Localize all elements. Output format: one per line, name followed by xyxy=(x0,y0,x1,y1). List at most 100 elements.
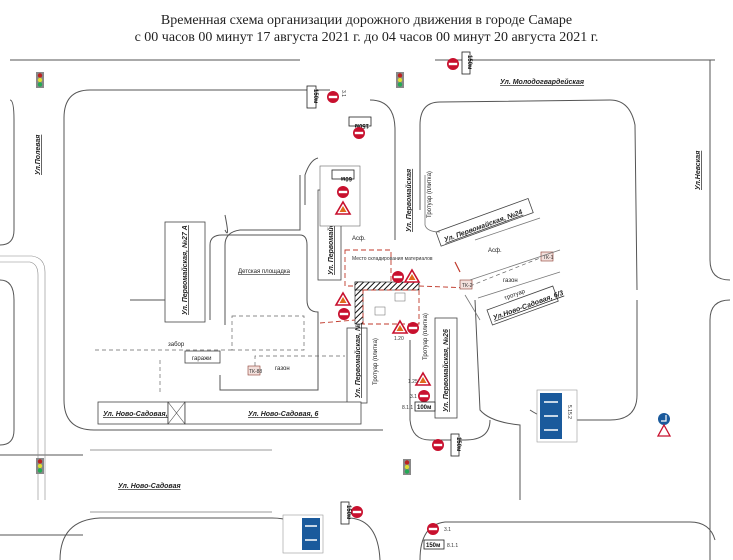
distance-plate xyxy=(340,501,350,525)
cable-route xyxy=(454,261,461,273)
tk1-label: ТК-1 xyxy=(543,255,554,261)
distance-label: 100м xyxy=(417,405,432,411)
road-edge xyxy=(0,279,15,446)
cable-route xyxy=(319,319,356,324)
building-label: Ул. Первомайская, №29 xyxy=(354,315,362,398)
roadwork-sign-icon[interactable] xyxy=(335,292,351,306)
distance-plate xyxy=(450,433,460,457)
sign-code: 1.25 xyxy=(408,379,418,385)
distance-plate xyxy=(348,116,372,127)
distance-plate xyxy=(461,51,471,75)
road-edge xyxy=(419,101,441,210)
warning-triangle-icon[interactable] xyxy=(656,423,672,437)
roadwork-sign-icon[interactable] xyxy=(404,269,420,283)
no-entry-sign-icon[interactable] xyxy=(392,271,404,283)
sign-code: 3.1 xyxy=(410,394,417,400)
building-label: Ул. Первомайская, №27 А xyxy=(181,225,189,315)
sign-code: 5.15.2 xyxy=(566,405,572,419)
road-edge xyxy=(369,99,396,240)
building-label: Ул. Ново-Садовая, 4 xyxy=(103,410,173,418)
street-pervomayskaya: Ул. Первомайская xyxy=(405,169,413,232)
garages xyxy=(184,350,221,364)
sign-code: 8.1.1 xyxy=(447,543,458,549)
road-edge xyxy=(709,299,731,560)
traffic-light-icon xyxy=(403,459,411,475)
tk88-label: ТК-88 xyxy=(249,369,262,375)
sign-code: 8.1.1 xyxy=(402,405,413,411)
roadwork-sign-icon[interactable] xyxy=(415,372,431,386)
distance-plate xyxy=(414,401,436,412)
no-entry-sign-icon[interactable] xyxy=(353,127,365,139)
roadwork-sign-icon[interactable] xyxy=(392,320,408,334)
building-perv-26[interactable] xyxy=(434,317,458,419)
distance-plate xyxy=(331,169,355,180)
yard-edge xyxy=(209,234,319,391)
no-entry-sign-icon[interactable] xyxy=(337,186,349,198)
sidewalk-label: Тротуар (плитка) xyxy=(373,338,379,385)
building-novo-sad-6[interactable] xyxy=(184,401,362,425)
storage-area-label: Место складирования материалов xyxy=(352,256,433,262)
tk2-box xyxy=(459,279,473,290)
road-edge xyxy=(419,521,716,560)
no-entry-sign-icon[interactable] xyxy=(351,506,363,518)
road-edge xyxy=(349,517,381,560)
distance-label: 150м xyxy=(345,505,351,520)
street-novo-sadovaya: Ул. Ново-Садовая xyxy=(118,482,181,490)
road-edge xyxy=(0,99,15,246)
no-entry-sign-icon[interactable] xyxy=(327,91,339,103)
distance-label: 150м xyxy=(426,543,441,549)
street-nevskaya: Ул.Невская xyxy=(695,151,702,190)
no-entry-sign-icon[interactable] xyxy=(418,390,430,402)
tk2-label: ТК-2 xyxy=(462,283,473,289)
road-edge xyxy=(464,294,481,321)
no-entry-sign-icon[interactable] xyxy=(407,322,419,334)
sign-code: 3.1 xyxy=(444,527,451,533)
distance-label: 150м xyxy=(455,437,461,452)
traffic-light-icon xyxy=(36,72,44,88)
street-polevaya: Ул.Полевая xyxy=(35,135,42,175)
road-edge xyxy=(224,175,301,325)
no-entry-sign-icon[interactable] xyxy=(427,523,439,535)
cable-line xyxy=(254,355,345,366)
sidewalk-label: Тротуар (плитка) xyxy=(427,171,433,218)
lawn-label: газон xyxy=(275,366,290,372)
title-line-1: Временная схема организации дорожного дв… xyxy=(160,13,573,28)
road-edge xyxy=(709,60,731,281)
lawn-label: газон xyxy=(503,278,518,284)
building-perv-24[interactable] xyxy=(435,197,534,247)
sign-code: 3.1 xyxy=(340,90,346,97)
road-edge xyxy=(224,214,228,234)
road-edge xyxy=(59,517,296,560)
tram-track xyxy=(0,255,46,500)
road-edge xyxy=(409,340,491,441)
road-edge xyxy=(474,299,521,500)
cable-line xyxy=(469,257,541,287)
building-label: Ул. Первомайская, №27 xyxy=(327,191,335,275)
road-edge xyxy=(0,454,83,536)
distance-label: 60м xyxy=(340,175,352,181)
distance-label: 150м xyxy=(354,122,369,128)
no-entry-sign-icon[interactable] xyxy=(432,439,444,451)
sign-code: 1.20 xyxy=(394,336,404,342)
distance-plate xyxy=(423,539,445,550)
lane-direction-sign-icon[interactable] xyxy=(302,518,320,550)
title-line-2: с 00 часов 00 минут 17 августа 2021 г. д… xyxy=(134,30,599,45)
building-label: Ул. Ново-Садовая, 6 xyxy=(248,410,318,418)
work-zone-fence xyxy=(362,289,420,325)
traffic-light-icon xyxy=(36,458,44,474)
no-entry-sign-icon[interactable] xyxy=(338,308,350,320)
no-entry-sign-icon[interactable] xyxy=(447,58,459,70)
street-molodogvardeyskaya: Ул. Молодогвардейская xyxy=(500,78,584,86)
building-novo-sad-6-3[interactable] xyxy=(486,285,559,326)
road-edge xyxy=(469,217,561,299)
road-edge xyxy=(439,99,638,291)
garages-label: гаражи xyxy=(192,356,211,362)
building-perv-27a[interactable] xyxy=(164,221,206,323)
distance-plate xyxy=(306,85,317,109)
road-edge xyxy=(304,157,319,205)
excavation-trench xyxy=(354,281,420,291)
right-turn-sign-icon[interactable] xyxy=(658,413,670,425)
playground-label: Детская площадка xyxy=(238,269,291,275)
fence-label: забор xyxy=(168,342,185,348)
